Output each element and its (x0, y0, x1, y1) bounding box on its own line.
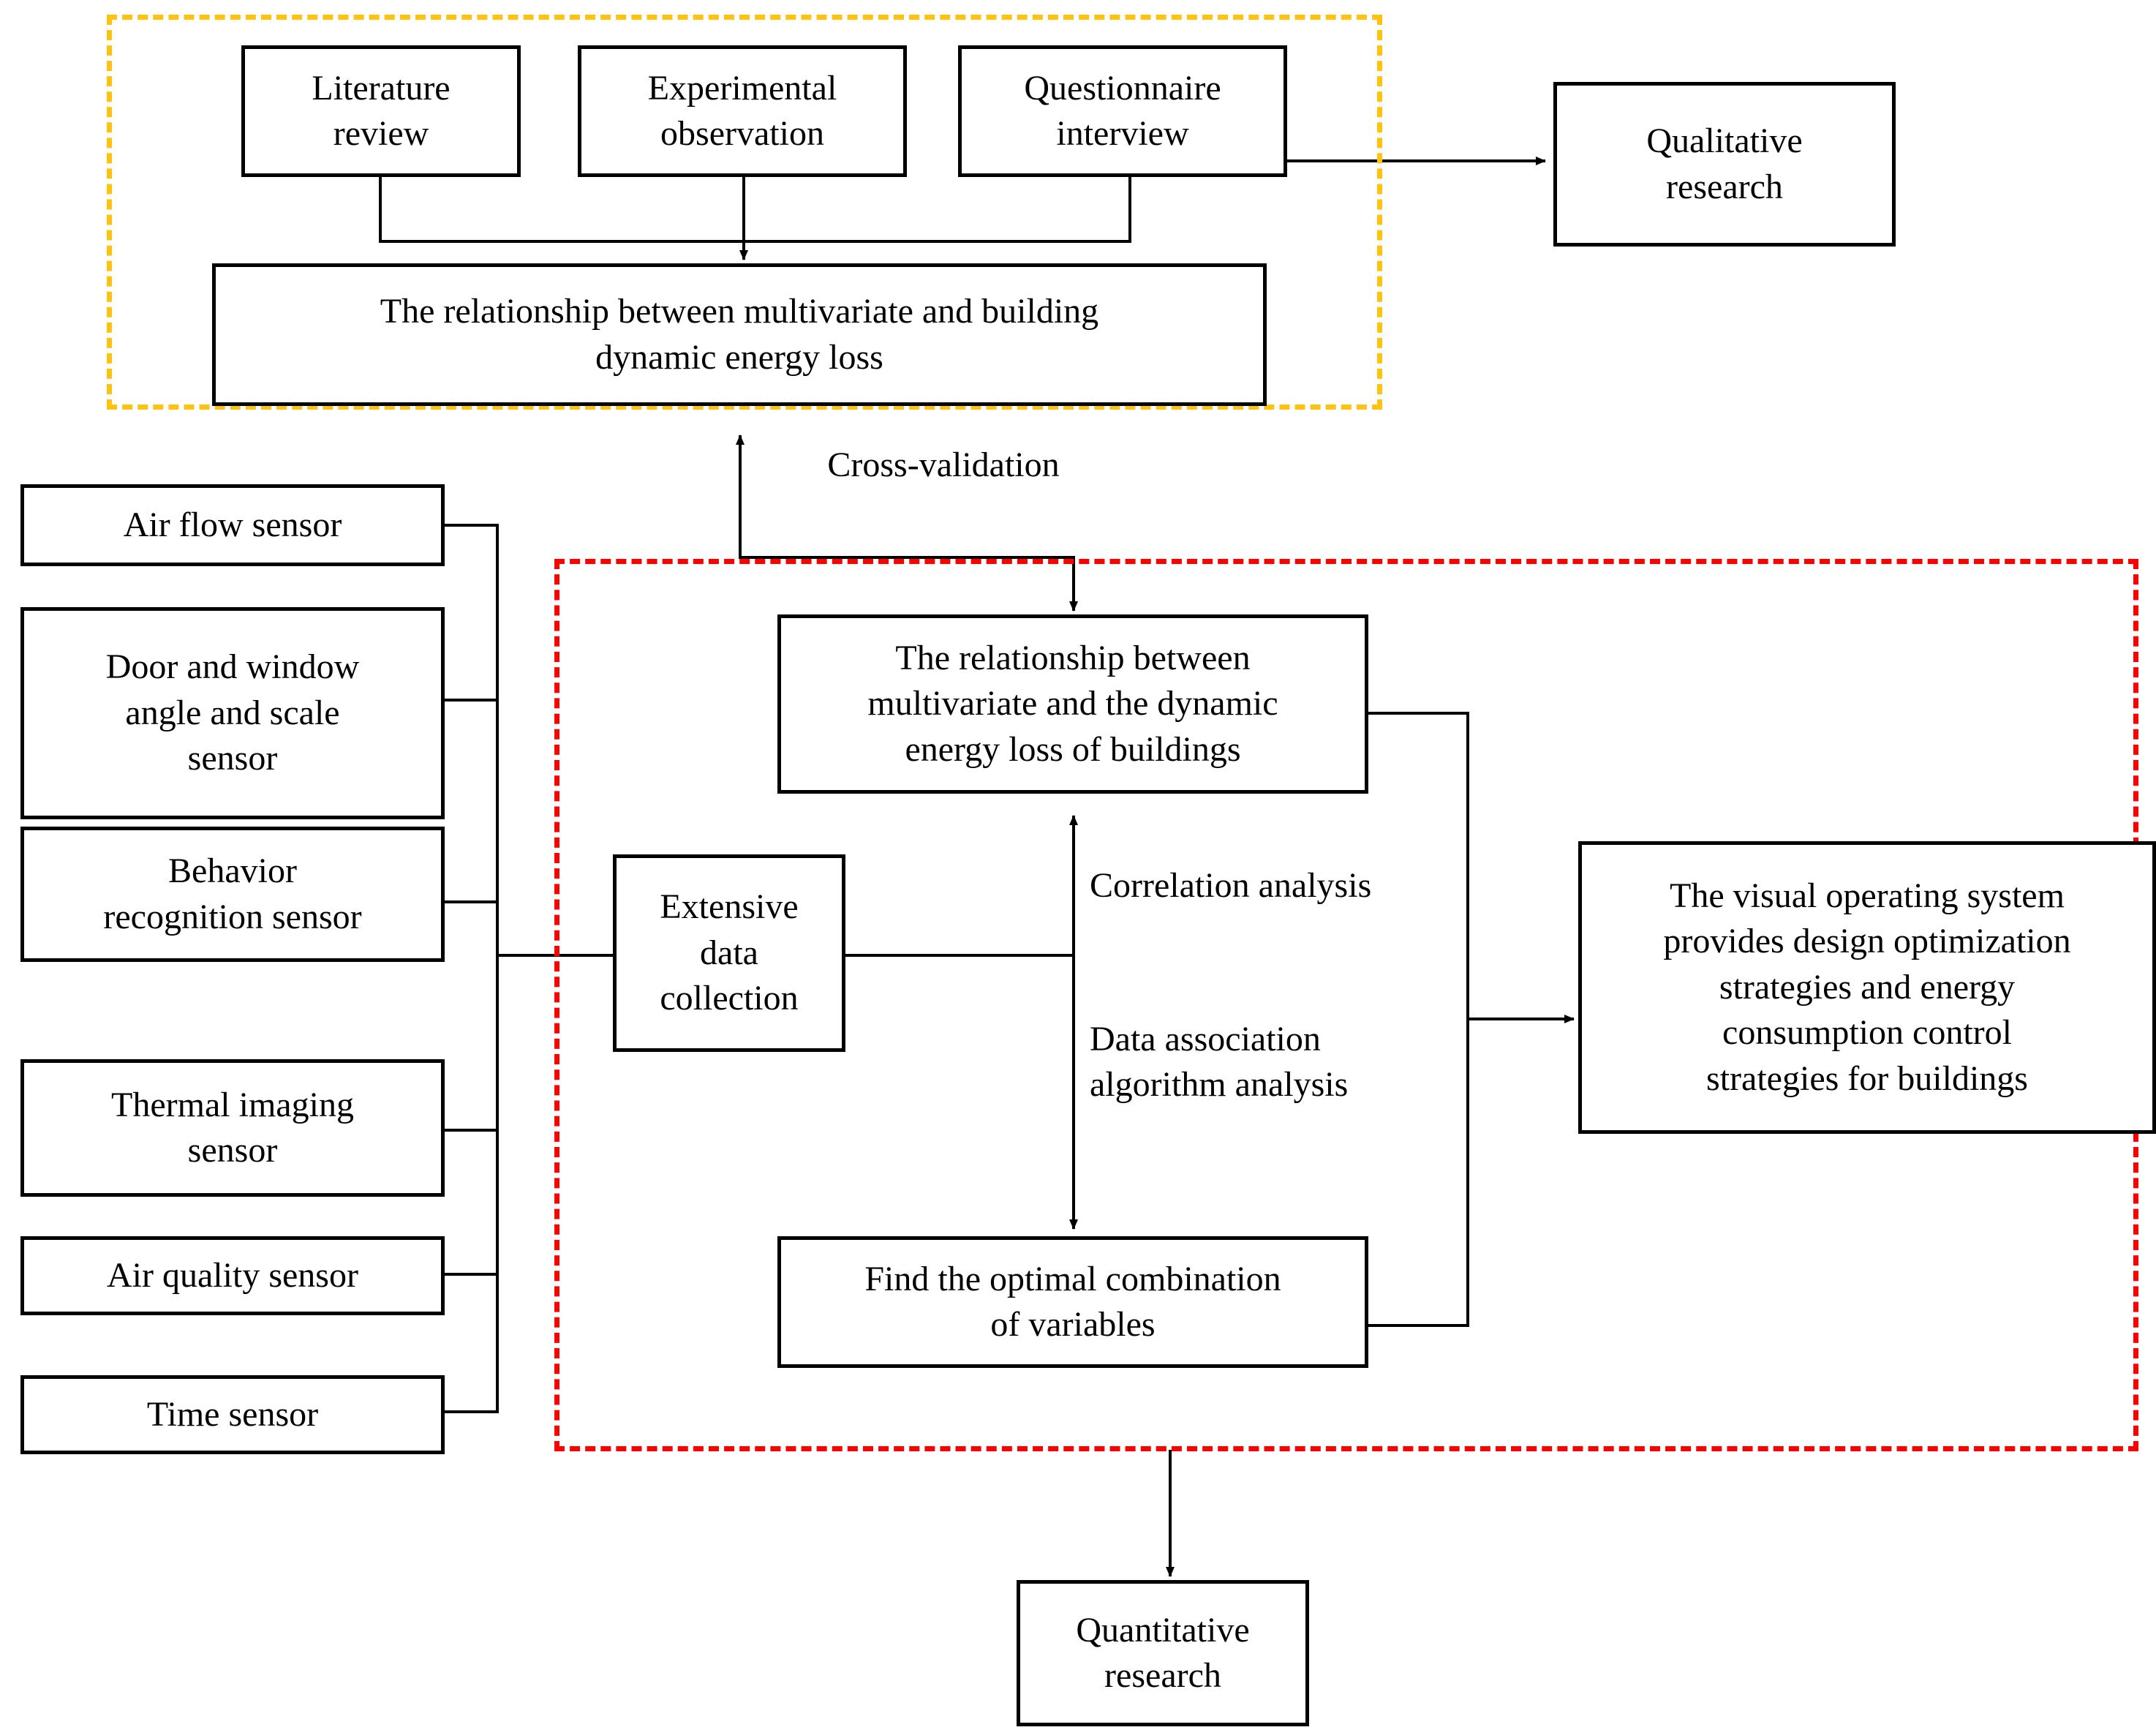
box-time-sensor[interactable]: Time sensor (20, 1375, 445, 1454)
box-quantitative-research[interactable]: Quantitative research (1017, 1580, 1309, 1726)
box-extensive-data-collection[interactable]: Extensive data collection (613, 854, 845, 1052)
edge-label-data-association: Data association algorithm analysis (1090, 1020, 1349, 1105)
box-behavior-recognition-sensor[interactable]: Behavior recognition sensor (20, 827, 445, 962)
box-qualitative-research[interactable]: Qualitative research (1553, 82, 1896, 247)
edge-label-correlation-analysis: Correlation analysis (1090, 866, 1372, 905)
box-visual-operating-system[interactable]: The visual operating system provides des… (1578, 841, 2156, 1134)
box-thermal-imaging-sensor[interactable]: Thermal imaging sensor (20, 1059, 445, 1197)
box-door-window-sensor[interactable]: Door and window angle and scale sensor (20, 607, 445, 819)
box-relationship-building[interactable]: The relationship between multivariate an… (212, 263, 1267, 406)
box-optimal-combination[interactable]: Find the optimal combination of variable… (777, 1236, 1368, 1368)
edge-label-cross-validation: Cross-validation (827, 445, 1060, 484)
box-air-quality-sensor[interactable]: Air quality sensor (20, 1236, 445, 1315)
box-experimental-observation[interactable]: Experimental observation (578, 45, 907, 177)
box-questionnaire-interview[interactable]: Questionnaire interview (958, 45, 1287, 177)
box-literature-review[interactable]: Literature review (241, 45, 521, 177)
box-relationship-dynamic[interactable]: The relationship between multivariate an… (777, 614, 1368, 794)
box-air-flow-sensor[interactable]: Air flow sensor (20, 484, 445, 566)
